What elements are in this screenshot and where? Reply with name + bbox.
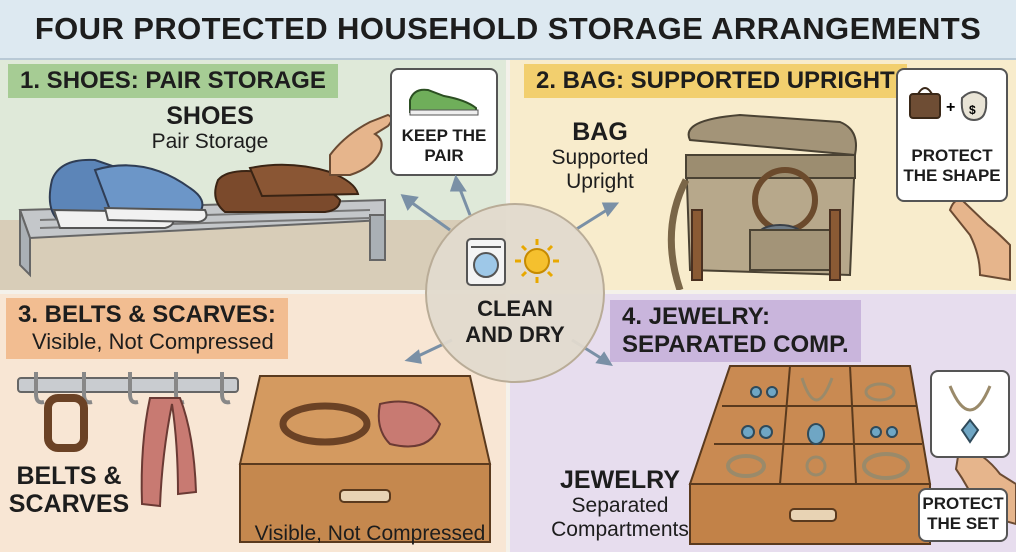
svg-text:$: $ <box>969 103 976 117</box>
blue-sneakers <box>48 158 208 229</box>
shoes-label: SHOES Pair Storage <box>151 102 269 153</box>
pointing-hand <box>329 113 393 176</box>
drawer-belts-scarves <box>238 375 492 543</box>
callout-protect-the-set: PROTECT THE SET <box>918 488 1008 542</box>
shoe-rack-illustration <box>0 113 506 290</box>
belts-scarves-label: BELTS & SCARVES <box>8 462 130 518</box>
washing-machine-icon <box>466 238 506 286</box>
panel-jewelry: 4. JEWELRY: SEPARATED COMP. <box>510 294 1016 552</box>
necklace-icon <box>948 385 992 444</box>
panel-title: 2. BAG: SUPPORTED UPRIGHT <box>524 64 907 98</box>
panel-shoes: 1. SHOES: PAIR STORAGE SHOES Pair Storag… <box>0 60 506 290</box>
panel-bag: 2. BAG: SUPPORTED UPRIGHT BAG Supported … <box>510 60 1016 290</box>
callout-keep-the-pair: KEEP THE PAIR <box>390 68 498 176</box>
bag-plus-money-icon: + $ <box>909 87 988 122</box>
center-label: CLEAN AND DRY <box>465 296 565 347</box>
panel-title: 4. JEWELRY: SEPARATED COMP. <box>610 300 861 362</box>
panel-title: 3. BELTS & SCARVES: Visible, Not Compres… <box>6 298 288 359</box>
sun-icon <box>515 239 559 283</box>
drawer-caption: Visible, Not Compressed <box>254 522 486 545</box>
panel-title: 1. SHOES: PAIR STORAGE <box>8 64 338 98</box>
washing-machine-and-sun-icons <box>466 238 559 286</box>
page-title: FOUR PROTECTED HOUSEHOLD STORAGE ARRANGE… <box>0 0 1016 60</box>
panel-belts-scarves: 3. BELTS & SCARVES: Visible, Not Compres… <box>0 294 506 552</box>
necklace-callout <box>930 370 1010 458</box>
hooks-rack-illustration <box>17 372 492 543</box>
clean-and-dry-hub: CLEAN AND DRY <box>425 203 605 383</box>
svg-text:+: + <box>946 99 955 116</box>
callout-protect-the-shape: + $ PROTECT THE SHAPE <box>896 68 1008 202</box>
jewelry-label: JEWELRY Separated Compartments <box>551 466 689 541</box>
bag-illustration <box>667 113 1011 290</box>
bag-label: BAG Supported Upright <box>551 118 649 193</box>
sneaker-icon <box>409 88 479 116</box>
